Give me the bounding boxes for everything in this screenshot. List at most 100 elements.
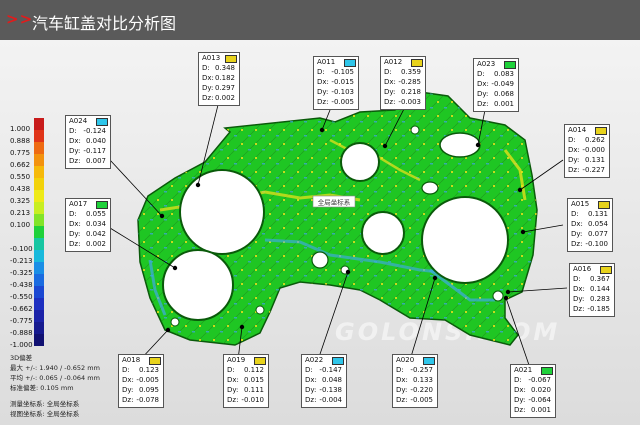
row-key: Dy: — [305, 386, 317, 394]
row-key: Dz: — [396, 396, 408, 404]
annotation-id: A014 — [568, 126, 587, 134]
row-value: 0.297 — [214, 84, 235, 92]
row-key: Dy: — [317, 88, 329, 96]
row-value: 0.144 — [589, 285, 610, 293]
annotation-a020[interactable]: A020 D:-0.257 Dx:0.133 Dy:-0.220 Dz:-0.0… — [392, 354, 438, 408]
row-value: 0.283 — [589, 295, 610, 303]
legend-swatch — [34, 178, 44, 190]
deviation-indicator — [149, 357, 161, 365]
row-value: 0.131 — [587, 210, 608, 218]
legend-label: -0.550 — [10, 293, 33, 301]
row-value: -0.010 — [241, 396, 264, 404]
row-value: 0.001 — [530, 406, 551, 414]
row-value: 0.054 — [587, 220, 608, 228]
row-key: Dx: — [384, 78, 396, 86]
legend-label: -0.325 — [10, 269, 33, 277]
row-key: D: — [317, 68, 325, 76]
annotation-a017[interactable]: A017 D:0.055 Dx:0.034 Dy:0.042 Dz:0.002 — [65, 198, 111, 252]
annotation-a021[interactable]: A021 D:-0.067 Dx:0.020 Dy:-0.064 Dz:0.00… — [510, 364, 556, 418]
row-key: Dx: — [202, 74, 214, 82]
stats-measure-csys: 测量坐标系: 全局坐标系 — [10, 400, 80, 408]
deviation-indicator — [541, 367, 553, 375]
row-key: Dz: — [227, 396, 239, 404]
legend-label: 0.888 — [10, 137, 31, 145]
row-value: -0.100 — [585, 240, 608, 248]
legend-swatch — [34, 166, 44, 178]
annotation-a024[interactable]: A024 D:-0.124 Dx:0.040 Dy:-0.117 Dz:0.00… — [65, 115, 111, 169]
row-value: -0.220 — [410, 386, 433, 394]
page-title: 汽车缸盖对比分析图 — [32, 14, 177, 33]
annotation-id: A021 — [514, 366, 533, 374]
row-value: 0.042 — [85, 230, 106, 238]
annotation-a015[interactable]: A015 D:0.131 Dx:0.054 Dy:0.077 Dz:-0.100 — [567, 198, 613, 252]
row-key: Dz: — [568, 166, 580, 174]
row-value: -0.004 — [319, 396, 342, 404]
row-value: -0.105 — [331, 68, 354, 76]
row-key: Dx: — [305, 376, 317, 384]
row-key: Dy: — [568, 156, 580, 164]
row-value: -0.117 — [83, 147, 106, 155]
annotation-id: A013 — [202, 54, 221, 62]
row-value: -0.064 — [528, 396, 551, 404]
row-key: Dx: — [317, 78, 329, 86]
annotation-a014[interactable]: A014 D:0.262 Dx:-0.000 Dy:0.131 Dz:-0.22… — [564, 124, 610, 178]
row-key: Dz: — [477, 100, 489, 108]
row-key: Dz: — [202, 94, 214, 102]
legend-swatch — [34, 226, 44, 238]
row-value: 0.182 — [214, 74, 235, 82]
row-key: D: — [573, 275, 581, 283]
row-value: 0.367 — [589, 275, 610, 283]
annotation-a012[interactable]: A012 D:0.359 Dx:-0.285 Dy:0.218 Dz:-0.00… — [380, 56, 426, 110]
annotation-a018[interactable]: A018 D:0.123 Dx:-0.005 Dy:0.095 Dz:-0.07… — [118, 354, 164, 408]
legend-label: 0.213 — [10, 209, 31, 217]
row-value: 0.048 — [321, 376, 342, 384]
row-key: Dz: — [317, 98, 329, 106]
row-value: -0.147 — [319, 366, 342, 374]
row-key: D: — [396, 366, 404, 374]
annotation-a023[interactable]: A023 D:0.083 Dx:-0.049 Dy:0.068 Dz:0.001 — [473, 58, 519, 112]
row-key: D: — [305, 366, 313, 374]
row-key: Dy: — [514, 396, 526, 404]
row-key: Dz: — [69, 240, 81, 248]
coordinate-system-label: 全局坐标系 — [318, 198, 351, 207]
double-arrow-icon: >> — [6, 10, 34, 28]
coordinate-system-tag: 全局坐标系 — [312, 195, 356, 208]
row-key: Dy: — [477, 90, 489, 98]
legend-label: -0.100 — [10, 245, 33, 253]
row-value: 0.020 — [530, 386, 551, 394]
legend-swatch — [34, 250, 44, 262]
row-value: 0.111 — [243, 386, 264, 394]
row-value: -0.005 — [136, 376, 159, 384]
annotation-id: A020 — [396, 356, 415, 364]
row-value: -0.285 — [398, 78, 421, 86]
row-key: D: — [122, 366, 130, 374]
deviation-indicator — [598, 201, 610, 209]
row-key: D: — [227, 366, 235, 374]
row-key: Dx: — [69, 220, 81, 228]
row-key: Dy: — [202, 84, 214, 92]
annotation-a013[interactable]: A013 D:0.348 Dx:0.182 Dy:0.297 Dz:0.002 — [198, 52, 240, 106]
legend-swatch — [34, 154, 44, 166]
annotation-a022[interactable]: A022 D:-0.147 Dx:0.048 Dy:-0.138 Dz:-0.0… — [301, 354, 347, 408]
row-key: D: — [568, 136, 576, 144]
annotation-a011[interactable]: A011 D:-0.105 Dx:-0.015 Dy:-0.103 Dz:-0.… — [313, 56, 359, 110]
legend-label: 0.325 — [10, 197, 31, 205]
row-value: -0.015 — [331, 78, 354, 86]
annotation-id: A024 — [69, 117, 88, 125]
annotation-a019[interactable]: A019 D:0.112 Dx:0.015 Dy:0.111 Dz:-0.010 — [223, 354, 269, 408]
annotation-id: A015 — [571, 200, 590, 208]
legend-swatch — [34, 310, 44, 322]
annotation-a016[interactable]: A016 D:0.367 Dx:0.144 Dy:0.283 Dz:-0.185 — [569, 263, 615, 317]
row-value: 0.348 — [214, 64, 235, 72]
row-value: 0.083 — [493, 70, 514, 78]
row-key: Dy: — [396, 386, 408, 394]
row-key: Dy: — [571, 230, 583, 238]
watermark: GOLONSI.COM — [335, 318, 561, 346]
row-key: Dx: — [573, 285, 585, 293]
row-key: Dy: — [384, 88, 396, 96]
row-key: D: — [202, 64, 210, 72]
legend-label: 0.775 — [10, 149, 31, 157]
row-value: 0.218 — [400, 88, 421, 96]
stats-title: 3D偏差 — [10, 354, 33, 362]
